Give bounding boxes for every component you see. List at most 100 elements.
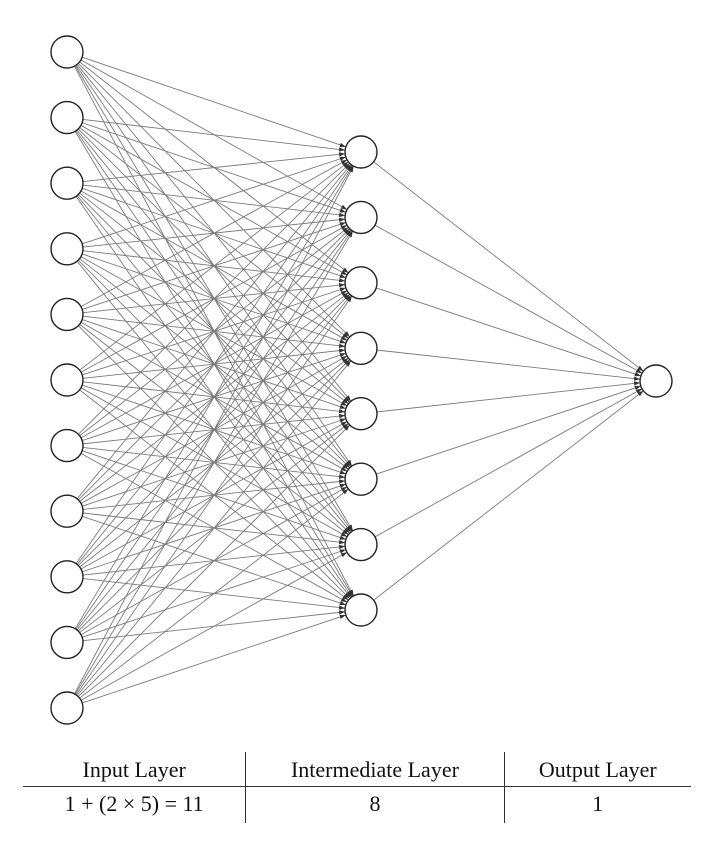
edge-l1-n0-to-l2-n0-arrowhead (637, 365, 644, 372)
edge-l0-n4-to-l1-n0-arrowhead (340, 159, 347, 165)
input-node-2 (50, 100, 84, 135)
table-value-row: 1 + (2 × 5) = 11 8 1 (23, 787, 691, 823)
edge-l0-n7-to-l1-n4-arrowhead (339, 418, 346, 423)
intermediate-node-1 (344, 135, 378, 169)
intermediate-node-6 (344, 462, 378, 496)
edge-l0-n6-to-l1-n2-arrowhead (340, 290, 348, 296)
edge-l0-n7-to-l1-n0-arrowhead (345, 164, 351, 171)
edge-l0-n0-to-l1-n0-arrowhead (339, 142, 346, 147)
edge-l0-n3-to-l1-n5-arrowhead (342, 463, 349, 470)
edge-l0-n0-to-l1-n4-arrowhead (345, 395, 351, 402)
input-layer-count: 1 + (2 × 5) = 11 (23, 787, 247, 823)
edge-l1-n6-to-l2-n0-arrowhead (635, 388, 643, 394)
edge-l0-n10-to-l1-n4-arrowhead (343, 425, 350, 431)
edge-l0-n10-to-l1-n5 (79, 488, 349, 699)
edge-l0-n2-to-l1-n2-arrowhead (339, 273, 346, 278)
edge-l0-n4-to-l1-n1-arrowhead (339, 222, 346, 227)
edge-l0-n8-to-l1-n2-arrowhead (343, 294, 350, 300)
edge-l0-n5-to-l1-n0-arrowhead (342, 161, 349, 168)
intermediate-node-4 (344, 331, 378, 365)
neurons (50, 35, 673, 725)
edge-l1-n1-to-l2-n0 (374, 224, 643, 374)
intermediate-node-8 (344, 593, 378, 627)
edge-l0-n9-to-l1-n6-arrowhead (339, 549, 346, 554)
edge-l0-n3-to-l1-n2-arrowhead (338, 278, 346, 283)
edge-l0-n8-to-l1-n4-arrowhead (340, 421, 348, 427)
edge-l0-n3-to-l1-n1-arrowhead (338, 217, 346, 222)
output-layer-header: Output Layer (538, 757, 657, 782)
edge-l0-n3-to-l1-n6-arrowhead (343, 527, 350, 534)
edge-l0-n7-to-l1-n5-arrowhead (338, 479, 346, 484)
edge-l0-n2-to-l1-n0 (82, 153, 346, 182)
edge-l0-n7-to-l1-n7-arrowhead (339, 600, 346, 606)
edge-l0-n5-to-l1-n1-arrowhead (340, 225, 347, 230)
intermediate-node-2 (344, 200, 378, 235)
edge-l0-n7-to-l1-n1-arrowhead (343, 228, 350, 235)
edge-l0-n4-to-l1-n4-arrowhead (339, 404, 346, 409)
edge-l0-n6-to-l1-n3-arrowhead (339, 353, 346, 358)
edge-l0-n3-to-l1-n0-arrowhead (339, 156, 346, 161)
edge-l0-n8-to-l1-n5-arrowhead (339, 483, 346, 489)
neural-network-diagram (50, 35, 673, 725)
table-header-row: Input Layer Intermediate Layer Output La… (23, 752, 691, 786)
edge-l0-n7-to-l1-n3-arrowhead (340, 356, 348, 361)
edge-l0-n0-to-l1-n3-arrowhead (343, 331, 350, 337)
layer-summary-table: Input Layer Intermediate Layer Output La… (23, 752, 691, 823)
edge-l0-n6-to-l1-n0 (78, 162, 350, 435)
edge-l0-n1-to-l1-n0 (82, 119, 346, 151)
edge-l0-n6-to-l1-n4-arrowhead (338, 413, 346, 419)
edge-l0-n4-to-l1-n7-arrowhead (343, 592, 350, 599)
edge-l0-n5-to-l1-n0 (79, 161, 349, 371)
edge-l0-n2-to-l1-n3-arrowhead (340, 335, 348, 341)
edge-l0-n8-to-l1-n7-arrowhead (338, 605, 346, 610)
edge-l0-n7-to-l1-n6-arrowhead (338, 539, 346, 545)
input-node-7 (50, 428, 84, 463)
edge-l0-n8-to-l1-n3-arrowhead (342, 358, 349, 364)
edge-l0-n10-to-l1-n0 (74, 165, 354, 695)
input-node-6 (50, 363, 84, 397)
edge-l0-n10-to-l1-n2-arrowhead (346, 296, 352, 303)
edge-l1-n3-to-l2-n0 (376, 349, 641, 380)
intermediate-node-5 (344, 397, 378, 431)
edge-l0-n10-to-l1-n7-arrowhead (339, 614, 346, 620)
edge-l1-n5-to-l2-n0 (376, 385, 641, 475)
edge-l0-n10-to-l1-n6-arrowhead (340, 552, 348, 558)
edge-l0-n10-to-l1-n7 (82, 614, 346, 704)
edge-l0-n7-to-l1-n2-arrowhead (342, 292, 349, 299)
edge-l0-n0-to-l1-n0 (82, 56, 346, 148)
edge-l0-n5-to-l1-n6-arrowhead (340, 531, 348, 537)
edge-l0-n5-to-l1-n2-arrowhead (339, 287, 346, 292)
edge-l0-n5-to-l1-n3-arrowhead (338, 348, 346, 353)
input-node-8 (50, 494, 84, 528)
edge-l0-n0-to-l1-n2-arrowhead (342, 267, 349, 273)
edge-l0-n1-to-l1-n4-arrowhead (343, 396, 350, 403)
edge-l0-n7-to-l1-n0 (76, 164, 352, 500)
edge-l0-n9-to-l1-n7-arrowhead (338, 610, 346, 615)
edge-l0-n4-to-l1-n2-arrowhead (338, 283, 346, 288)
edge-l0-n5-to-l1-n4-arrowhead (338, 409, 346, 414)
edge-l0-n9-to-l1-n2-arrowhead (345, 295, 351, 302)
edge-l1-n1-to-l2-n0-arrowhead (635, 368, 643, 374)
output-layer-count: 1 (592, 791, 604, 816)
edge-l0-n2-to-l1-n0-arrowhead (338, 152, 346, 157)
edge-l0-n4-to-l1-n5-arrowhead (340, 466, 348, 472)
edge-l1-n6-to-l2-n0 (374, 388, 643, 538)
input-node-3 (50, 166, 84, 200)
intermediate-node-7 (344, 527, 378, 562)
input-node-11 (50, 691, 84, 725)
edge-l0-n2-to-l1-n4-arrowhead (342, 398, 349, 404)
edge-l0-n6-to-l1-n5-arrowhead (338, 474, 346, 479)
input-layer-header: Input Layer (23, 752, 247, 786)
edge-l0-n0-to-l1-n1-arrowhead (340, 204, 348, 210)
intermediate-layer-header: Intermediate Layer (246, 752, 505, 786)
table-rule (23, 786, 691, 787)
edge-l1-n2-to-l2-n0 (376, 287, 641, 377)
edge-l0-n9-to-l1-n4-arrowhead (342, 423, 349, 429)
intermediate-layer-count: 8 (246, 787, 505, 823)
edge-l0-n1-to-l1-n2-arrowhead (340, 270, 348, 276)
edge-l0-n10-to-l1-n0-arrowhead (348, 166, 354, 173)
input-node-5 (50, 297, 84, 332)
edge-l0-n5-to-l1-n7-arrowhead (342, 594, 349, 601)
edge-l0-n10-to-l1-n6 (80, 551, 348, 701)
edge-l0-n10-to-l1-n4 (77, 424, 351, 697)
